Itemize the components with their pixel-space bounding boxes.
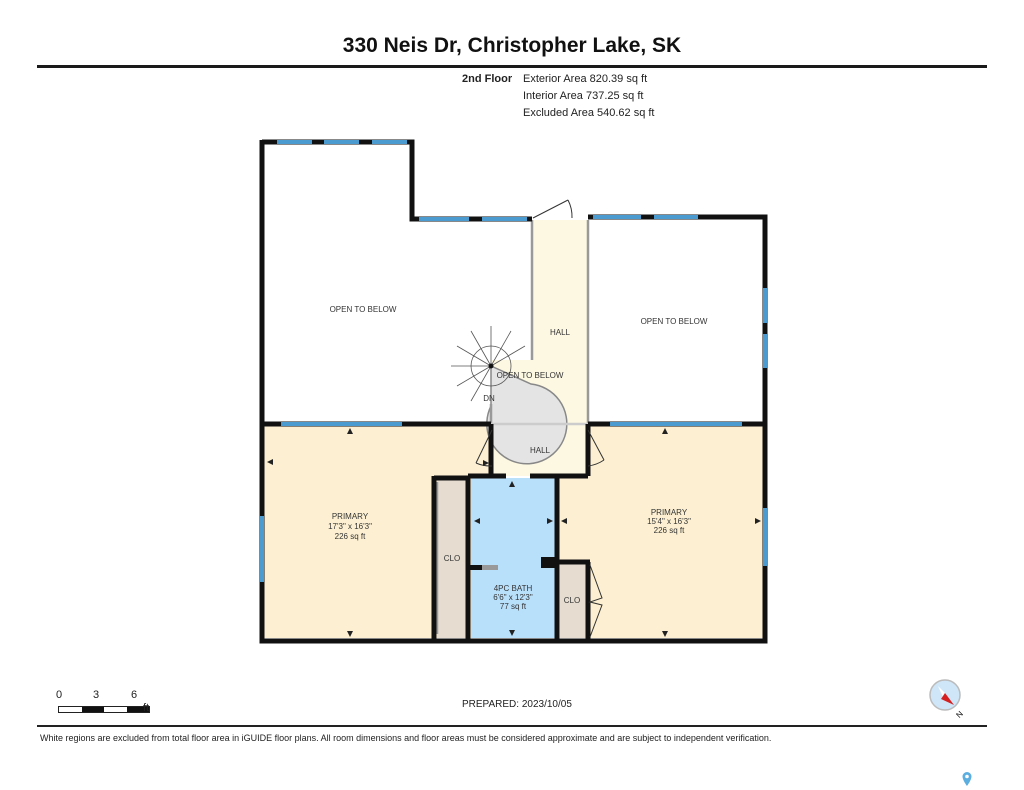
label-closet-left: CLO <box>444 554 460 563</box>
prepared-date: PREPARED: 2023/10/05 <box>462 699 572 710</box>
label-open-stair: OPEN TO BELOW <box>497 371 564 380</box>
page-title: 330 Neis Dr, Christopher Lake, SK <box>342 34 682 57</box>
scale-tick-3: 3 <box>93 689 100 701</box>
label-hall-lower: HALL <box>530 446 551 455</box>
interior-area: Interior Area 737.25 sq ft <box>523 90 644 102</box>
doors <box>475 199 605 638</box>
disclaimer-text: White regions are excluded from total fl… <box>40 733 772 743</box>
floor-label: 2nd Floor <box>462 73 513 85</box>
windows <box>260 140 767 582</box>
footer-divider <box>37 725 987 727</box>
label-bath: 4PC BATH <box>494 584 533 593</box>
scale-tick-0: 0 <box>56 689 63 701</box>
compass-north-label: N <box>954 709 965 720</box>
dims-bath: 6'6" x 12'3" <box>493 593 533 602</box>
dims-primary-left: 17'3" x 16'3" <box>328 522 372 531</box>
room-closet-right[interactable] <box>560 563 587 638</box>
label-open-left: OPEN TO BELOW <box>330 305 397 314</box>
scale-tick-6: 6 <box>131 689 138 701</box>
label-open-right: OPEN TO BELOW <box>641 317 708 326</box>
label-closet-right: CLO <box>564 596 580 605</box>
location-pin-icon[interactable] <box>961 771 973 787</box>
area-primary-left: 226 sq ft <box>335 532 366 541</box>
excluded-area: Excluded Area 540.62 sq ft <box>523 107 655 119</box>
area-primary-right: 226 sq ft <box>654 526 685 535</box>
compass-icon: N <box>929 679 965 720</box>
room-closet-left[interactable] <box>437 478 468 638</box>
room-primary-right[interactable] <box>588 424 763 638</box>
title-divider <box>37 65 987 68</box>
label-hall-upper: HALL <box>550 328 571 337</box>
dimension-markers <box>267 428 761 637</box>
label-primary-left: PRIMARY <box>332 512 369 521</box>
label-stair-dn: DN <box>483 394 495 403</box>
area-bath: 77 sq ft <box>500 602 527 611</box>
dims-primary-right: 15'4" x 16'3" <box>647 517 691 526</box>
spiral-stair <box>451 326 568 465</box>
label-primary-right: PRIMARY <box>651 508 688 517</box>
scale-unit: ft <box>143 702 150 714</box>
exterior-area: Exterior Area 820.39 sq ft <box>523 73 648 85</box>
